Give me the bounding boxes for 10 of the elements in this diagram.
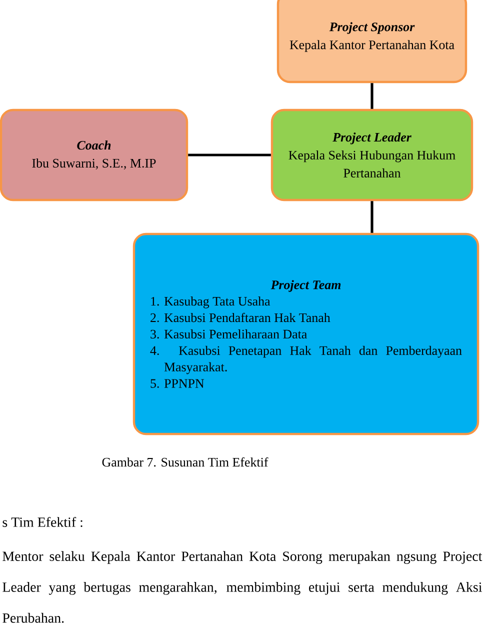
connector-line xyxy=(370,201,374,233)
role-box: Coach Ibu Suwarni, S.E., M.IP xyxy=(0,108,188,202)
role-box: Project Leader Kepala Seksi Hubungan Hukum Pertanahan xyxy=(270,108,474,202)
heading-text: s Tim Efektif : xyxy=(2,516,82,528)
caption: Gambar 7. Susunan Tim Efektif xyxy=(102,457,268,467)
connector-line xyxy=(188,154,271,156)
connector-line xyxy=(370,83,374,109)
role-box: Project Team 1. Kasubag Tata Usaha 2. Kasubsi Pendaftaran Hak Tanah 3. Kasubsi Pemeliharaan Data 4. Kasubsi Penetapan Hak Tanah dan Pemberdayaan Masyarakat. 5. PPNPN xyxy=(132,232,480,436)
role-box: Project Sponsor Kepala Kantor Pertanahan Kota xyxy=(276,0,468,84)
paragraph-text: Mentor selaku Kepala Kantor Pertanahan Kota Sorong merupakan ngsung Project Leader yang bertugas mengarahkan, membimbing etujui serta mendukung Aksi Perubahan. xyxy=(2,551,482,623)
